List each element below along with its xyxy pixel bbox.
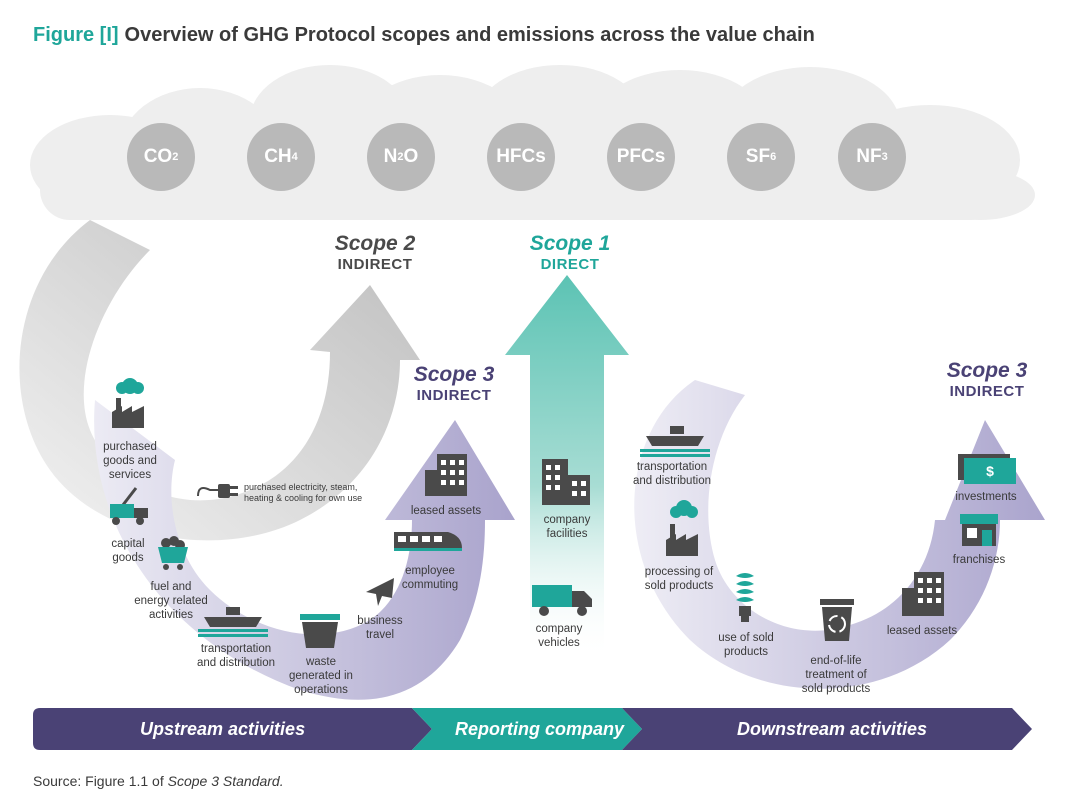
- label-fuel-energy: fuel and energy related activities: [134, 581, 208, 621]
- label-employee-commuting: employee commuting: [401, 565, 459, 591]
- scope3-upstream-label: Scope 3 INDIRECT: [413, 363, 495, 404]
- scope1-label: Scope 1 DIRECT: [529, 232, 611, 273]
- label-upstream-leased-assets: leased assets: [410, 505, 482, 517]
- label-waste: waste generated in operations: [289, 656, 353, 696]
- company-vehicles-icon: [532, 585, 592, 616]
- waste-bin-icon: [300, 614, 340, 648]
- airplane-icon: [366, 578, 394, 606]
- band-downstream-label: Downstream activities: [737, 719, 928, 739]
- label-investments: investments: [955, 491, 1017, 503]
- company-facilities-icon: [542, 459, 590, 505]
- band-reporting-label: Reporting company: [455, 719, 625, 739]
- coal-cart-icon: [158, 536, 188, 570]
- label-use-of-sold-products: use of sold products: [718, 632, 774, 658]
- label-downstream-leased-assets: leased assets: [886, 625, 958, 637]
- processing-factory-icon: [666, 500, 698, 556]
- scope3-upstream-arrow: [94, 400, 516, 700]
- storefront-icon: [960, 514, 998, 546]
- downstream-leased-building-icon: [902, 572, 944, 616]
- label-company-facilities: company facilities: [543, 514, 591, 540]
- band-upstream: [33, 708, 432, 750]
- label-end-of-life: end-of-life treatment of sold products: [801, 655, 871, 695]
- figure-title: Figure [I]Overview of GHG Protocol scope…: [33, 24, 815, 47]
- label-downstream-transport: transportation and distribution: [633, 461, 711, 487]
- label-purchased-goods: purchased goods and services: [103, 441, 157, 481]
- electric-plug-icon: [197, 484, 238, 498]
- crane-truck-icon: [110, 487, 148, 525]
- label-upstream-transport: transportation and distribution: [197, 643, 275, 669]
- source-note: Source: Figure 1.1 of Scope 3 Standard.: [33, 773, 284, 789]
- ship-icon: [198, 607, 268, 637]
- band-upstream-label: Upstream activities: [140, 719, 306, 739]
- band-reporting: [412, 708, 642, 750]
- scope3-downstream-label: Scope 3 INDIRECT: [946, 359, 1028, 400]
- office-building-icon: [425, 454, 467, 496]
- factory-icon: [112, 378, 144, 428]
- downstream-ship-icon: [640, 426, 710, 457]
- label-capital-goods: capital goods: [111, 538, 145, 564]
- gas-pfcs: PFCs: [607, 123, 675, 191]
- label-company-vehicles: company vehicles: [535, 623, 583, 649]
- figure-title-text: Overview of GHG Protocol scopes and emis…: [124, 24, 815, 46]
- gas-hfcs: HFCs: [487, 123, 555, 191]
- label-business-travel: business travel: [357, 615, 403, 641]
- label-processing: processing of sold products: [644, 566, 714, 592]
- band-downstream: [622, 708, 1032, 750]
- recycle-bin-icon: [820, 599, 854, 641]
- light-bulb-icon: [736, 573, 754, 622]
- svg-text:$: $: [986, 463, 994, 479]
- train-icon: [394, 532, 462, 551]
- scope2-label: Scope 2 INDIRECT: [334, 232, 416, 273]
- scope2-arrow: [19, 220, 420, 541]
- label-purchased-electricity: purchased electricity, steam, heating & …: [244, 482, 363, 503]
- money-icon: $: [958, 454, 1016, 484]
- figure-label: Figure [I]: [33, 24, 119, 46]
- label-franchises: franchises: [952, 554, 1006, 566]
